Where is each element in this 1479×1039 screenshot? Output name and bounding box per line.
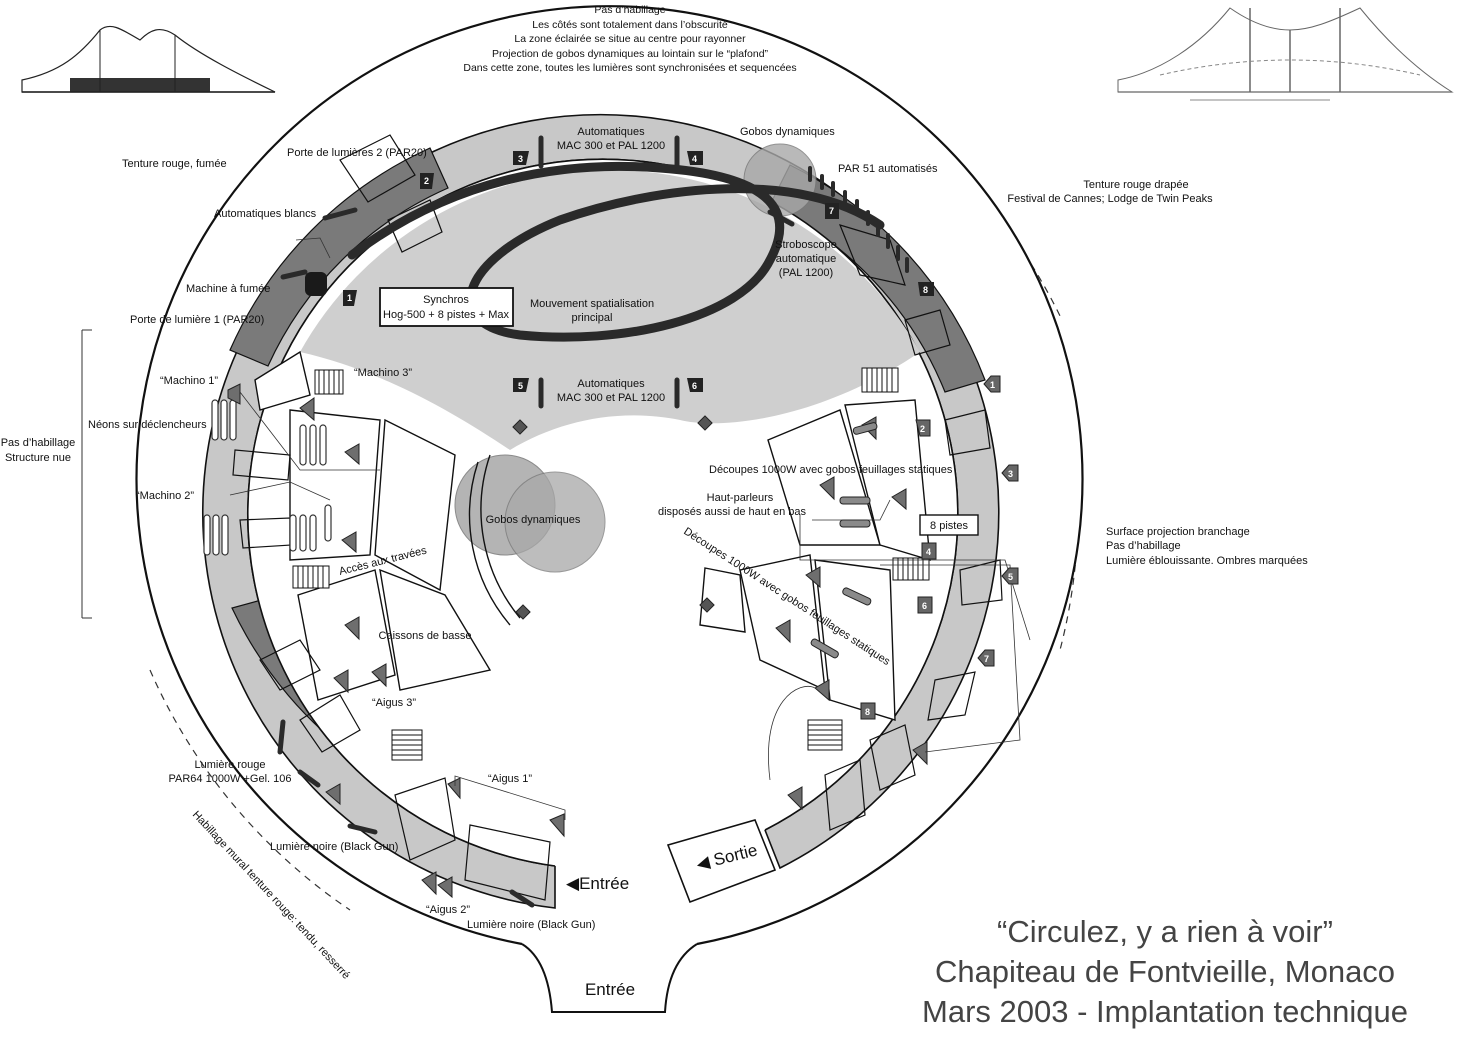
label-stroboscope-2: automatique <box>776 253 837 265</box>
lit-upper-zone <box>300 169 920 450</box>
tent-elevation-left-icon <box>21 25 276 93</box>
header-note-line: Projection de gobos dynamiques au lointa… <box>491 47 769 60</box>
inner-markers: 1 2 3 4 5 6 7 8 <box>343 151 934 392</box>
gobo-circle-center-b <box>504 471 606 573</box>
svg-text:6: 6 <box>922 601 927 611</box>
huit-pistes-box <box>919 514 979 536</box>
svg-text:4: 4 <box>692 154 697 164</box>
label-lumiere-noire-2: Lumière noire (Black Gun) <box>467 919 595 931</box>
header-note-line: Pas d’habillage <box>594 4 666 16</box>
svg-text:1: 1 <box>990 380 995 390</box>
label-automatiques-mid-1: Automatiques <box>577 378 645 390</box>
label-haut-parleurs-2: disposés aussi de haut en bas <box>658 506 806 518</box>
svg-text:3: 3 <box>1008 469 1013 479</box>
dark-sector-upper-left <box>229 147 449 367</box>
svg-text:6: 6 <box>692 381 697 391</box>
label-lumiere-rouge-1: Lumière rouge <box>195 759 266 771</box>
svg-text:1: 1 <box>347 293 352 303</box>
center-arc-wall <box>480 454 521 619</box>
label-stroboscope-3: (PAL 1200) <box>779 267 833 279</box>
header-note-line: Dans cette zone, toutes les lumières son… <box>463 62 797 74</box>
gobo-circle-top <box>743 143 817 217</box>
label-gobos-dynamiques-center: Gobos dynamiques <box>486 514 581 526</box>
label-haut-parleurs-1: Haut-parleurs <box>707 492 774 504</box>
label-stroboscope-1: Stroboscope <box>775 239 837 251</box>
header-note-line: La zone éclairée se situe au centre pour… <box>514 33 746 45</box>
label-surface-projection-1: Surface projection branchage <box>1106 526 1250 538</box>
label-lumiere-rouge-2: PAR64 1000W +Gel. 106 <box>168 773 291 785</box>
label-synchros-1: Synchros <box>423 294 469 306</box>
svg-text:5: 5 <box>1008 572 1013 582</box>
label-aigus-3: “Aigus 3” <box>372 697 416 709</box>
outer-markers: 1 2 3 4 5 6 7 8 <box>860 375 1019 720</box>
header-note: Pas d’habillage Les côtés sont totalemen… <box>380 3 880 76</box>
leader-lines <box>229 237 1031 820</box>
label-aigus-2: “Aigus 2” <box>426 904 470 916</box>
svg-text:8: 8 <box>923 285 928 295</box>
right-rooms <box>699 399 931 721</box>
label-mouvement-2: principal <box>572 312 613 324</box>
label-machine-fumee: Machine à fumée <box>186 283 270 295</box>
title-line-3: Mars 2003 - Implantation technique <box>922 994 1408 1029</box>
left-bracket <box>81 329 92 619</box>
label-automatiques-mid-2: MAC 300 et PAL 1200 <box>557 392 665 404</box>
svg-text:5: 5 <box>518 381 523 391</box>
label-surface-projection-2: Pas d’habillage <box>1106 540 1181 552</box>
entrance-lobby <box>521 943 698 1013</box>
title-line-2: Chapiteau de Fontvieille, Monaco <box>934 954 1396 989</box>
tent-elevation-right-icon <box>1117 7 1454 101</box>
label-caissons: Caissons de basse <box>379 630 472 642</box>
label-gobos-dynamiques-top: Gobos dynamiques <box>740 126 835 138</box>
svg-text:2: 2 <box>920 424 925 434</box>
label-tenture-drapee-2: Festival de Cannes; Lodge de Twin Peaks <box>1007 193 1213 205</box>
fixtures <box>277 135 795 908</box>
label-synchros-2: Hog-500 + 8 pistes + Max <box>383 309 509 321</box>
label-decoupes-1: Découpes 1000W avec gobos feuillages sta… <box>709 464 953 476</box>
svg-text:7: 7 <box>984 654 989 664</box>
synchros-box <box>379 287 514 327</box>
label-pas-habillage-left-1: Pas d’habillage <box>1 437 76 449</box>
label-pas-habillage-left-2: Structure nue <box>5 452 71 464</box>
label-lumiere-noire-1: Lumière noire (Black Gun) <box>270 841 398 853</box>
header-note-line: Les côtés sont totalement dans l’obscuri… <box>532 18 728 31</box>
svg-text:3: 3 <box>518 154 523 164</box>
label-automatiques-top-2: MAC 300 et PAL 1200 <box>557 140 665 152</box>
spatialisation-track <box>347 161 885 342</box>
svg-text:8: 8 <box>865 707 870 717</box>
label-tenture-drapee-1: Tenture rouge drapée <box>1083 179 1188 191</box>
title-line-1: “Circulez, y a rien à voir” <box>997 914 1333 949</box>
label-machino-2: “Machino 2” <box>136 490 194 502</box>
label-entree-side: ◀Entrée <box>566 874 629 893</box>
label-automatiques-blancs: Automatiques blancs <box>214 208 317 220</box>
label-automatiques-top-1: Automatiques <box>577 126 645 138</box>
smoke-machine-icon <box>305 272 327 296</box>
ring-partitions <box>232 134 1003 901</box>
center-arc-wall-2 <box>468 461 511 626</box>
label-machino-1: “Machino 1” <box>160 375 218 387</box>
staircases <box>292 367 930 761</box>
floor-markers-icon <box>512 415 715 620</box>
label-tenture-rouge-fumee: Tenture rouge, fumée <box>122 158 227 170</box>
label-neons: Néons sur déclencheurs <box>88 419 207 431</box>
label-surface-projection-3: Lumière éblouissante. Ombres marquées <box>1106 555 1308 567</box>
label-machino-3: “Machino 3” <box>354 367 412 379</box>
title-block: “Circulez, y a rien à voir” Chapiteau de… <box>900 912 1430 1032</box>
svg-text:2: 2 <box>424 176 429 186</box>
label-mouvement-1: Mouvement spatialisation <box>530 298 654 310</box>
label-par51: PAR 51 automatisés <box>838 163 938 175</box>
label-huit-pistes: 8 pistes <box>930 520 968 532</box>
svg-text:7: 7 <box>829 206 834 216</box>
decoupe-spots-icon <box>810 422 878 659</box>
label-entree-bottom: Entrée <box>585 980 635 999</box>
par51-row-icon <box>808 166 909 273</box>
svg-text:4: 4 <box>926 547 931 557</box>
label-porte-lumiere-1: Porte de lumière 1 (PAR20) <box>130 314 264 326</box>
neon-tubes-icon <box>203 399 332 556</box>
label-porte-lumieres-2: Porte de lumières 2 (PAR20) <box>287 147 427 159</box>
label-aigus-1: “Aigus 1” <box>488 773 532 785</box>
sortie-block[interactable] <box>666 819 777 904</box>
